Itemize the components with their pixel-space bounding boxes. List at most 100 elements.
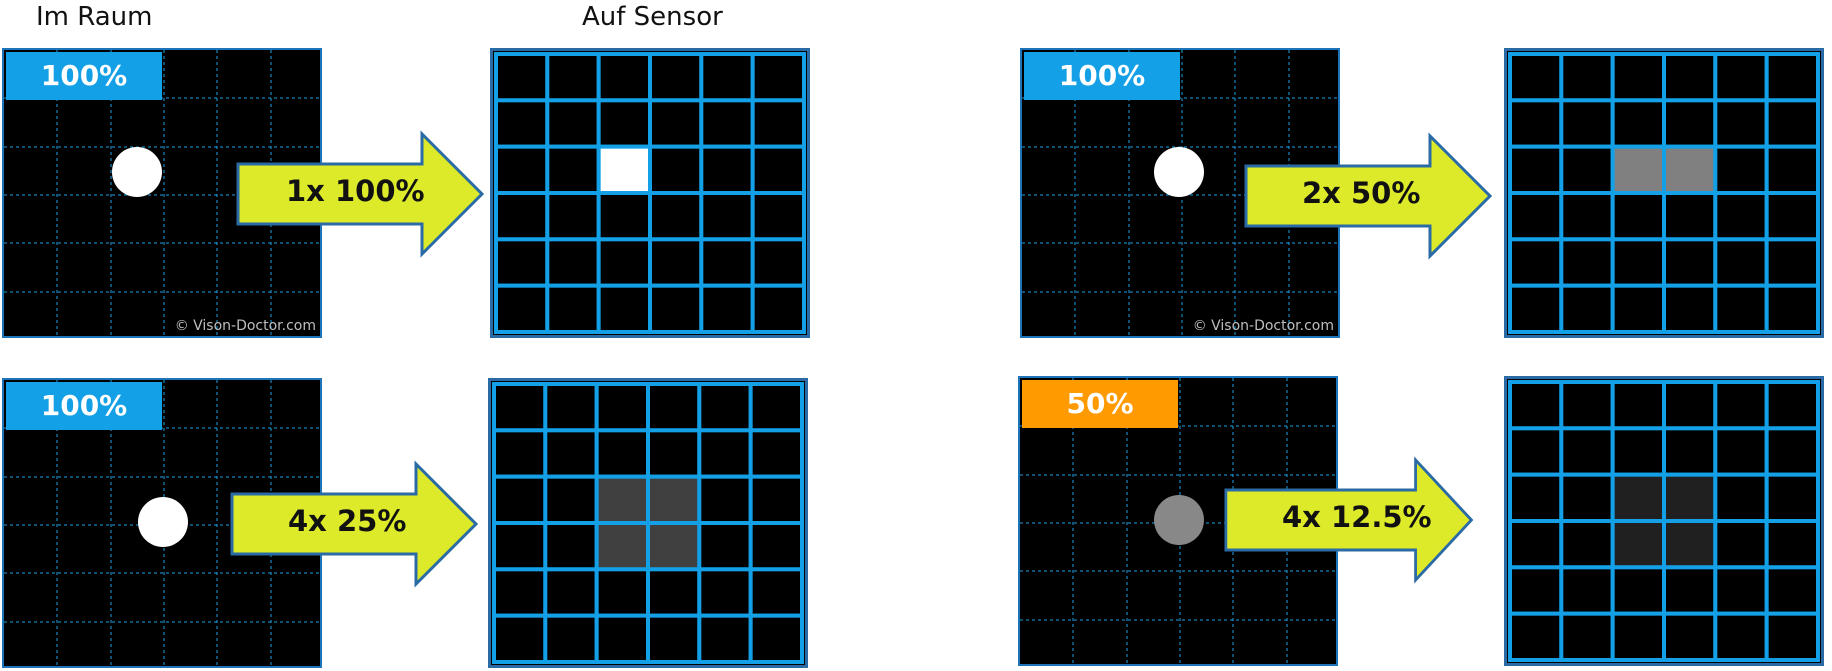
sensor-pixel — [1559, 52, 1615, 103]
sensor-pixel — [543, 567, 599, 618]
sensor-grid — [1508, 52, 1820, 335]
sensor-pixel — [748, 613, 804, 665]
sensor-pixel — [648, 237, 704, 288]
lit-pixel — [1662, 144, 1718, 195]
sensor-pixel — [1508, 237, 1564, 288]
lit-pixel — [646, 474, 702, 525]
sensor-pixel — [697, 428, 753, 479]
sensor-pixel — [1713, 283, 1769, 335]
sensor-pixel — [699, 283, 755, 335]
sensor-pixel — [1764, 519, 1820, 570]
lit-pixel — [1610, 519, 1666, 570]
sensor-panel-1 — [490, 48, 810, 338]
sensor-pixel — [648, 98, 704, 149]
sensor-pixel — [1662, 426, 1718, 477]
sensor-pixel — [1764, 426, 1820, 477]
sensor-pixel — [1764, 144, 1820, 195]
sensor-pixel — [1610, 426, 1666, 477]
sensor-pixel — [1508, 565, 1564, 616]
sensor-pixel — [1764, 191, 1820, 242]
sensor-grid — [492, 382, 804, 665]
sensor-pixel — [646, 428, 702, 479]
arrow-3 — [230, 460, 479, 588]
sensor-pixel — [648, 144, 704, 195]
sensor-pixel — [1610, 380, 1666, 431]
sensor-pixel — [492, 428, 548, 479]
sensor-pixel — [596, 52, 652, 103]
sensor-pixel — [494, 52, 550, 103]
sensor-pixel — [492, 521, 548, 572]
light-spot — [138, 497, 188, 547]
sensor-pixel — [494, 144, 550, 195]
sensor-pixel — [699, 98, 755, 149]
light-spot — [1154, 495, 1204, 545]
scene-heading: Im Raum — [36, 2, 153, 32]
sensor-pixel — [697, 613, 753, 665]
sensor-pixel — [1713, 519, 1769, 570]
arrow-4 — [1224, 456, 1474, 584]
arrow-label: 1x 100% — [286, 174, 425, 208]
sensor-pixel — [1559, 144, 1615, 195]
intensity-badge: 100% — [6, 52, 162, 100]
sensor-pixel — [1559, 565, 1615, 616]
lit-pixel — [1610, 472, 1666, 523]
sensor-pixel — [750, 98, 806, 149]
sensor-pixel — [1764, 565, 1820, 616]
sensor-pixel — [1662, 98, 1718, 149]
sensor-pixel — [492, 613, 548, 665]
sensor-pixel — [1508, 380, 1564, 431]
sensor-pixel — [1764, 611, 1820, 663]
sensor-pixel — [494, 191, 550, 242]
sensor-pixel — [646, 382, 702, 433]
intensity-badge: 100% — [1024, 52, 1180, 100]
sensor-pixel — [697, 474, 753, 525]
sensor-grid — [1508, 380, 1820, 663]
sensor-pixel — [594, 382, 650, 433]
sensor-pixel — [1713, 380, 1769, 431]
sensor-panel-3 — [488, 378, 808, 668]
sensor-pixel — [699, 237, 755, 288]
sensor-pixel — [1713, 472, 1769, 523]
sensor-pixel — [543, 382, 599, 433]
sensor-pixel — [1610, 237, 1666, 288]
sensor-pixel — [1508, 283, 1564, 335]
sensor-pixel — [1559, 472, 1615, 523]
sensor-pixel — [1559, 283, 1615, 335]
sensor-pixel — [1508, 191, 1564, 242]
sensor-pixel — [494, 283, 550, 335]
sensor-pixel — [748, 474, 804, 525]
sensor-pixel — [596, 98, 652, 149]
sensor-pixel — [545, 98, 601, 149]
sensor-pixel — [1662, 380, 1718, 431]
sensor-pixel — [1610, 98, 1666, 149]
sensor-pixel — [545, 237, 601, 288]
lit-pixel — [594, 521, 650, 572]
watermark: © Vison-Doctor.com — [174, 318, 316, 334]
sensor-pixel — [748, 567, 804, 618]
sensor-pixel — [1713, 144, 1769, 195]
intensity-badge: 50% — [1022, 380, 1178, 428]
sensor-pixel — [1764, 237, 1820, 288]
sensor-pixel — [596, 237, 652, 288]
arrow-label: 4x 12.5% — [1282, 500, 1432, 534]
sensor-pixel — [646, 613, 702, 665]
sensor-pixel — [1764, 472, 1820, 523]
sensor-pixel — [1559, 237, 1615, 288]
sensor-pixel — [1508, 52, 1564, 103]
arrow-2 — [1244, 132, 1493, 260]
sensor-pixel — [594, 613, 650, 665]
sensor-pixel — [492, 382, 548, 433]
sensor-pixel — [1662, 611, 1718, 663]
sensor-pixel — [545, 52, 601, 103]
sensor-pixel — [699, 144, 755, 195]
lit-pixel — [594, 474, 650, 525]
sensor-pixel — [1713, 565, 1769, 616]
sensor-pixel — [1713, 191, 1769, 242]
sensor-pixel — [1508, 519, 1564, 570]
sensor-pixel — [1713, 611, 1769, 663]
sensor-pixel — [750, 237, 806, 288]
sensor-heading: Auf Sensor — [582, 2, 723, 32]
sensor-pixel — [1662, 237, 1718, 288]
sensor-pixel — [494, 98, 550, 149]
sensor-pixel — [1713, 426, 1769, 477]
